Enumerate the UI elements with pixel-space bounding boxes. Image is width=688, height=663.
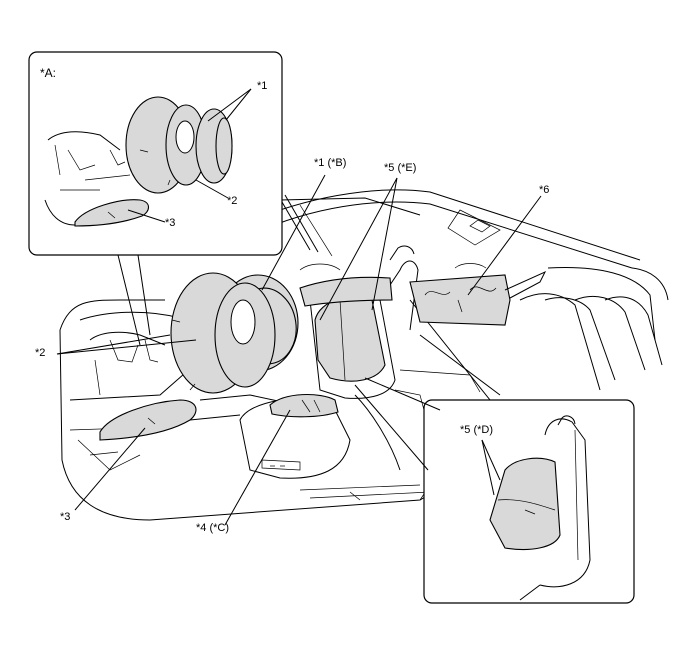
seat-cushion-airbag xyxy=(269,393,339,418)
label-6: *6 xyxy=(539,184,550,196)
inset-a-title: *A: xyxy=(40,66,57,80)
leader-lines xyxy=(56,88,542,526)
label-5d: *5 (*D) xyxy=(460,424,494,436)
label-inset-1: *1 xyxy=(257,80,268,92)
label-5e: *5 (*E) xyxy=(384,162,417,174)
label-4c: *4 (*C) xyxy=(196,522,230,534)
front-side-airbag xyxy=(314,296,386,382)
inset-d-frame xyxy=(354,377,635,604)
inset-d-drawing xyxy=(489,415,591,601)
label-2: *2 xyxy=(35,347,46,359)
label-inset-2: *2 xyxy=(227,195,238,207)
label-inset-3: *3 xyxy=(165,217,176,229)
label-1b: *1 (*B) xyxy=(314,157,347,169)
label-3: *3 xyxy=(60,511,71,523)
side-airbag-curtain-front xyxy=(299,276,393,307)
knee-airbag xyxy=(99,399,197,441)
driver-airbag xyxy=(170,272,276,394)
curtain-shield-airbag xyxy=(409,270,547,326)
inset-a-drawing xyxy=(44,96,233,227)
